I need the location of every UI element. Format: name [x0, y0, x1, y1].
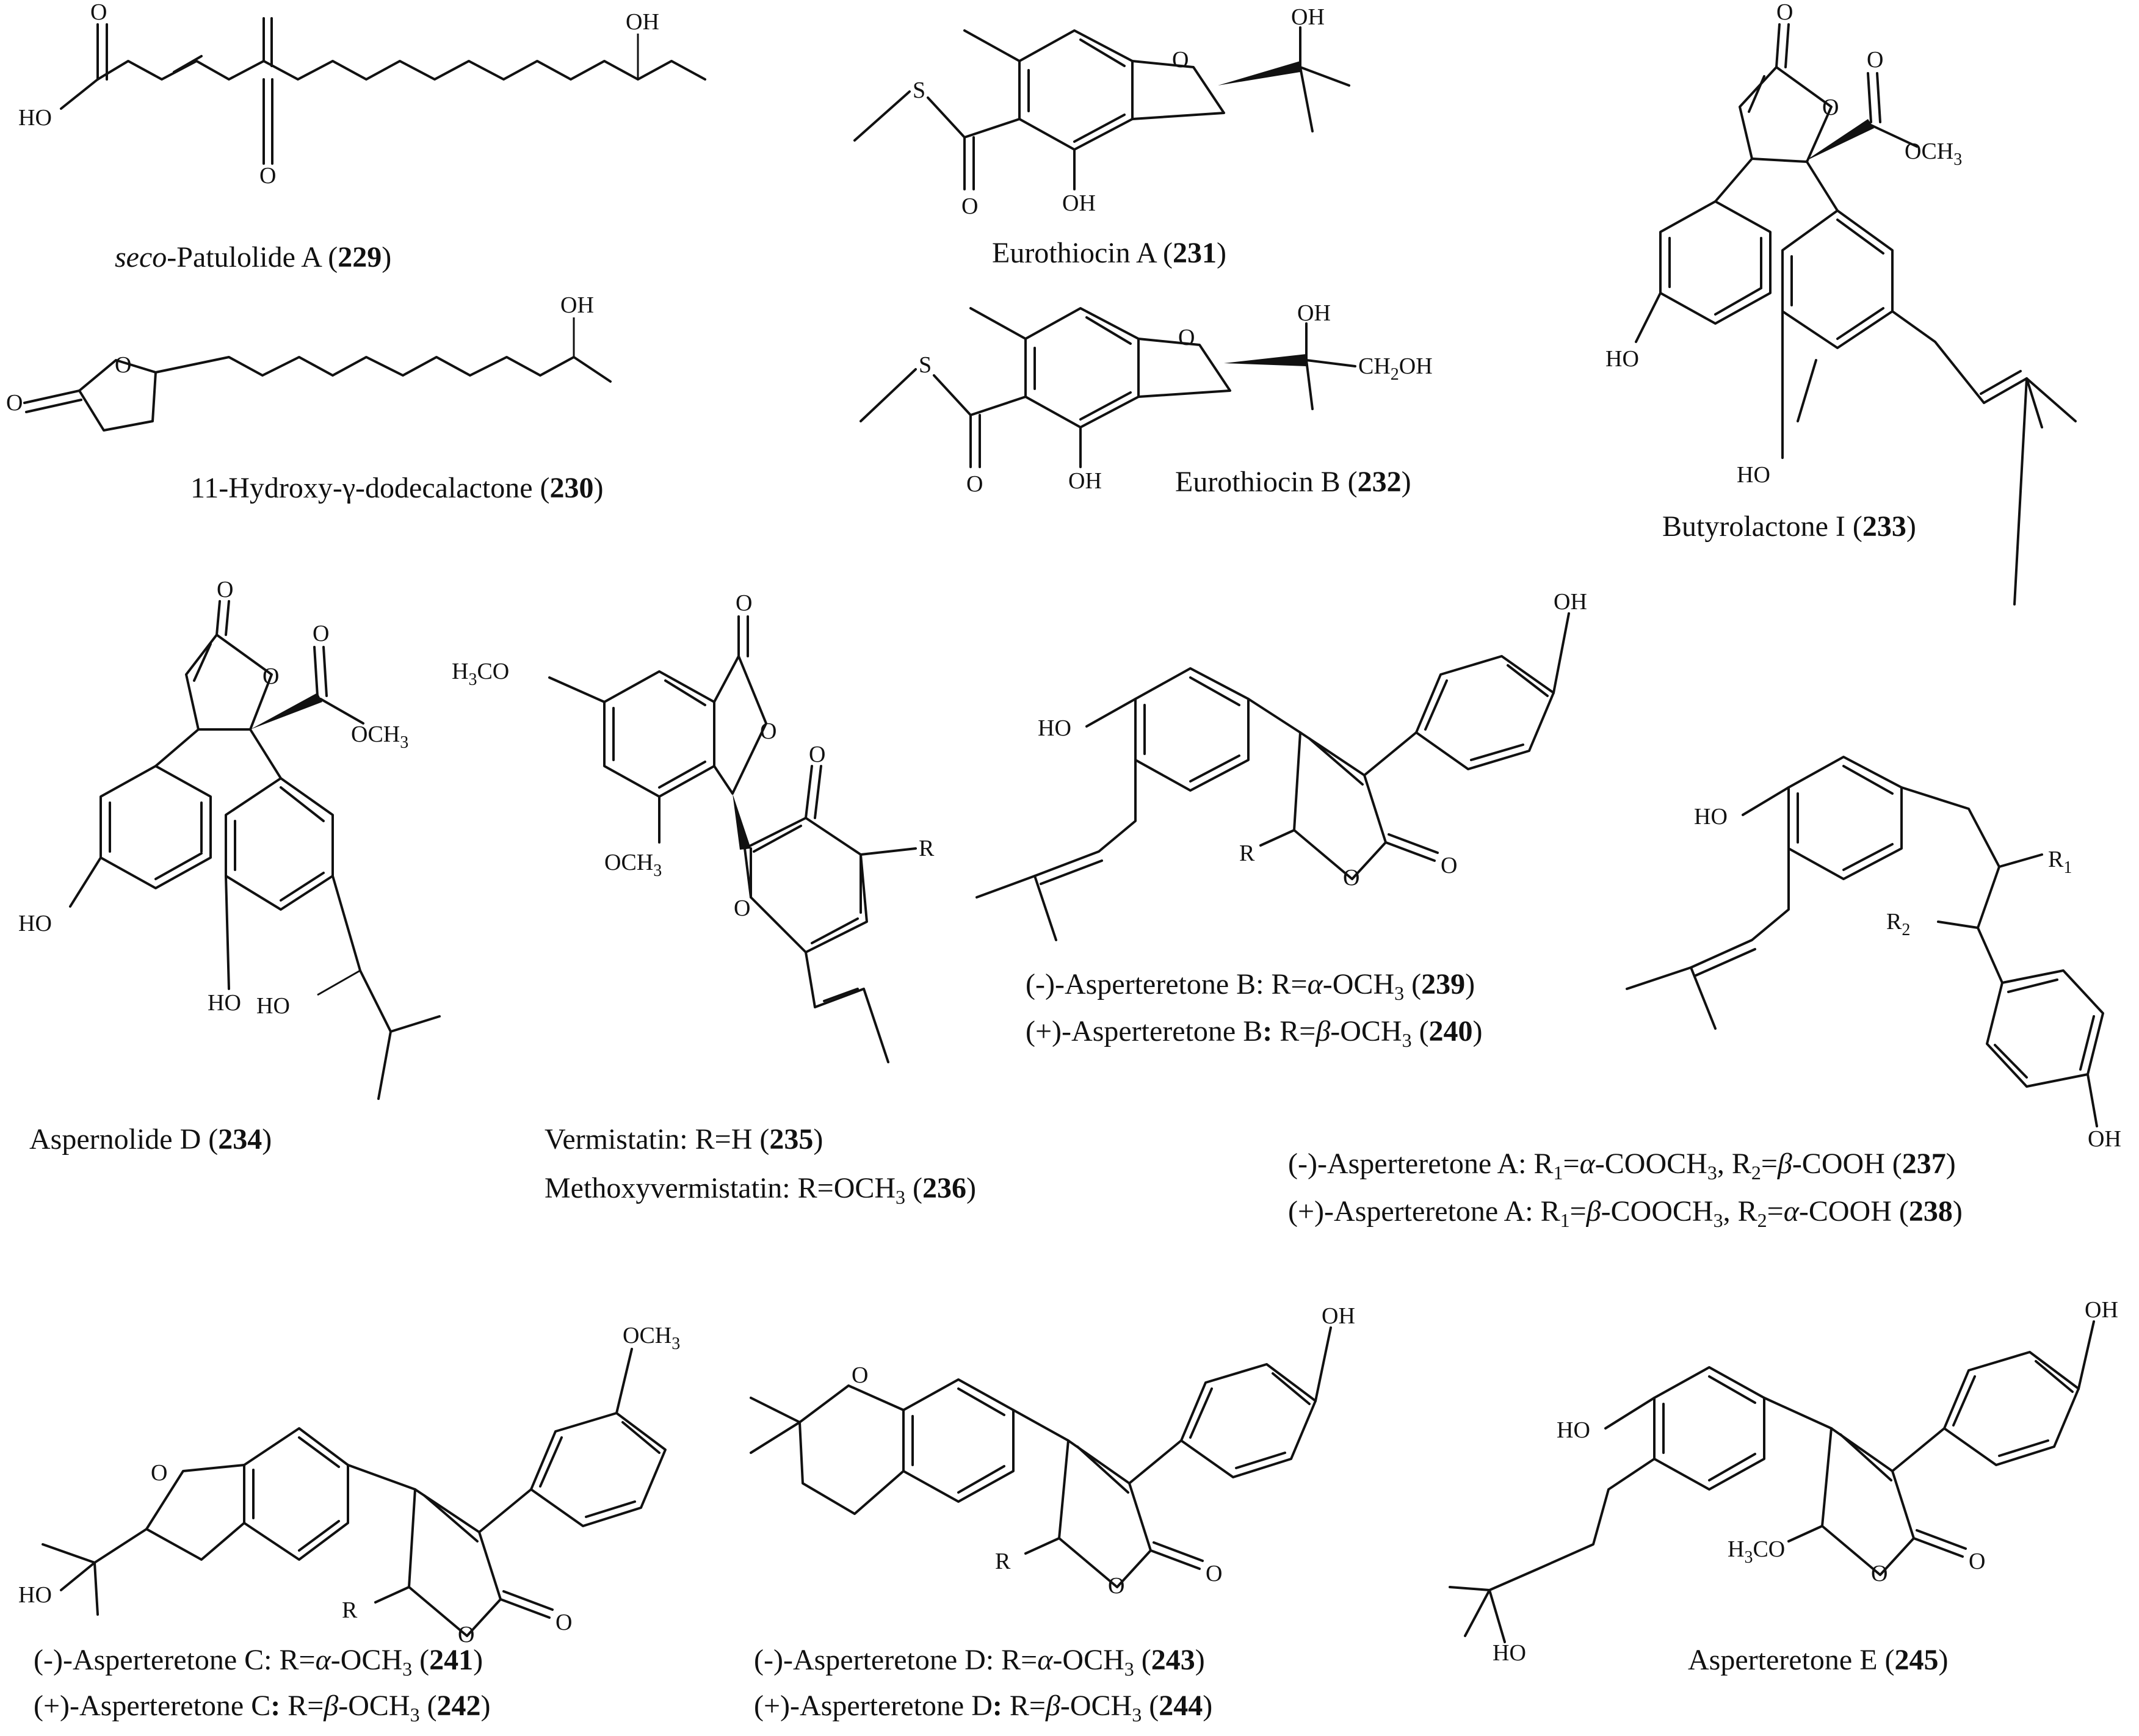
hydroxyl-label: HO: [1694, 804, 1728, 830]
hydroxyl-label: OH: [2085, 1297, 2118, 1323]
hydroxyl-label: OH: [560, 292, 594, 318]
structure-231: O OH OH S O: [853, 4, 1350, 219]
oxygen-label: O: [90, 0, 107, 25]
hydroxyl-label: OH: [1068, 468, 1102, 494]
caption-241: (-)-Asperteretone C: R=α-OCH3 (241): [34, 1644, 483, 1680]
caption-242: (+)-Asperteretone C: R=β-OCH3 (242): [34, 1690, 491, 1726]
caption-235: Vermistatin: R=H (235): [545, 1123, 823, 1156]
furan-oxygen-label: O: [1178, 325, 1195, 350]
lactone-oxygen-label: O: [1206, 1561, 1222, 1586]
caption-239: (-)-Asperteretone B: R=α-OCH3 (239): [1026, 968, 1475, 1004]
caption-236: Methoxyvermistatin: R=OCH3 (236): [545, 1172, 976, 1208]
caption-229: seco-Patulolide A (229): [115, 241, 391, 273]
ester-oxygen-label: O: [313, 621, 329, 646]
hydroxyl-label: HO: [1038, 715, 1071, 741]
caption-238: (+)-Asperteretone A: R1=β-COOCH3, R2=α-C…: [1288, 1195, 1963, 1231]
caption-244: (+)-Asperteretone D: R=β-OCH3 (244): [754, 1690, 1212, 1726]
ring-oxygen-label: O: [1343, 865, 1359, 891]
caption-237: (-)-Asperteretone A: R1=α-COOCH3, R2=β-C…: [1288, 1148, 1956, 1184]
methoxy-label: OCH3: [1905, 139, 1962, 169]
caption-245: Asperteretone E (245): [1688, 1644, 1949, 1676]
r-group-label: R: [995, 1549, 1011, 1574]
lactone-oxygen-label: O: [1969, 1549, 1985, 1574]
caption-232: Eurothiocin B (232): [1175, 466, 1411, 498]
ketone-oxygen-label: O: [259, 163, 276, 189]
hydroxyl-label: HO: [18, 1582, 52, 1608]
hydroxyl-label: HO: [1737, 462, 1770, 488]
methoxy-label: H3CO: [452, 659, 509, 689]
lactone-oxygen-label: O: [217, 577, 233, 602]
hydroxyl-label: HO: [1493, 1640, 1526, 1666]
structure-243-244: O O O R OH: [750, 1303, 1355, 1599]
sulfur-label: S: [919, 352, 932, 378]
structure-241-242: O HO O O R OCH3: [18, 1323, 680, 1647]
caption-240: (+)-Asperteretone B: R=β-OCH3 (240): [1026, 1015, 1483, 1051]
chroman-oxygen-label: O: [852, 1362, 868, 1388]
hydroxyl-label: OH: [2088, 1126, 2121, 1152]
methoxy-label: OCH3: [623, 1323, 680, 1353]
r-group-label: R: [342, 1597, 358, 1623]
carbonyl-oxygen-label: O: [961, 193, 978, 219]
lactone-oxygen-label: O: [1441, 853, 1457, 878]
structure-229: O HO O OH: [18, 0, 706, 189]
methoxy-label: OCH3: [351, 722, 408, 752]
structure-234: O O O OCH3 HO HO HO: [18, 577, 441, 1100]
structure-239-240: HO O O R OH: [975, 589, 1587, 941]
hydroxyl-label: HO: [208, 990, 241, 1016]
hydroxyl-label: OH: [1322, 1303, 1355, 1329]
caption-234: Aspernolide D (234): [29, 1123, 272, 1156]
ring-oxygen-label: O: [115, 352, 131, 378]
ring-oxygen-label: O: [1871, 1561, 1887, 1586]
ring-oxygen-label: O: [1822, 95, 1839, 120]
furan-oxygen-label: O: [151, 1460, 167, 1486]
lactone-oxygen-label: O: [1776, 0, 1793, 25]
carbonyl-oxygen-label: O: [966, 471, 983, 497]
hydroxyl-label: HO: [1605, 346, 1639, 372]
pyrone-oxygen-label: O: [734, 895, 750, 921]
hydroxyl-label: HO: [18, 105, 52, 131]
lactone-oxygen-label: O: [556, 1610, 572, 1635]
hydroxyl-label: OH: [626, 9, 659, 35]
lactone-oxygen-label: O: [736, 590, 752, 616]
r-group-label: R: [1239, 841, 1255, 866]
caption-231: Eurothiocin A (231): [992, 237, 1226, 269]
methoxy-label: H3CO: [1728, 1536, 1785, 1567]
ester-oxygen-label: O: [1867, 47, 1883, 73]
structure-230: O O OH: [6, 292, 612, 432]
structure-235-236: H3CO O O OCH3 O O R: [452, 590, 935, 1063]
structure-245: HO HO O O H3CO OH: [1449, 1297, 2118, 1666]
hydroxyl-label: OH: [1297, 300, 1331, 326]
structure-237-238: HO R1 R2 OH: [1626, 756, 2121, 1152]
caption-233: Butyrolactone I (233): [1662, 510, 1916, 543]
structure-232: O OH CH2OH OH S O: [860, 300, 1433, 497]
hydroxyl-label: HO: [18, 911, 52, 936]
ring-oxygen-label: O: [760, 718, 776, 744]
methoxy-label: OCH3: [604, 850, 662, 880]
hydroxyl-label: OH: [1291, 4, 1325, 30]
furan-oxygen-label: O: [1172, 47, 1189, 73]
caption-243: (-)-Asperteretone D: R=α-OCH3 (243): [754, 1644, 1205, 1680]
hydroxyl-label: OH: [1554, 589, 1587, 615]
hydroxymethyl-label: CH2OH: [1358, 353, 1433, 384]
structure-233: O O O OCH3 HO HO: [1605, 0, 2077, 606]
caption-230: 11-Hydroxy-γ-dodecalactone (230): [190, 472, 604, 504]
r2-group-label: R2: [1886, 909, 1910, 939]
ring-oxygen-label: O: [262, 664, 279, 689]
hydroxyl-label: OH: [1062, 190, 1096, 216]
lactone-oxygen-label: O: [6, 390, 23, 416]
ketone-oxygen-label: O: [809, 742, 825, 767]
ring-oxygen-label: O: [1108, 1573, 1124, 1599]
ring-oxygen-label: O: [458, 1622, 474, 1647]
hydroxyl-label: HO: [256, 993, 290, 1019]
r-group-label: R: [919, 836, 935, 861]
sulfur-label: S: [913, 78, 925, 103]
hydroxyl-label: HO: [1557, 1417, 1590, 1443]
r1-group-label: R1: [2048, 847, 2072, 877]
